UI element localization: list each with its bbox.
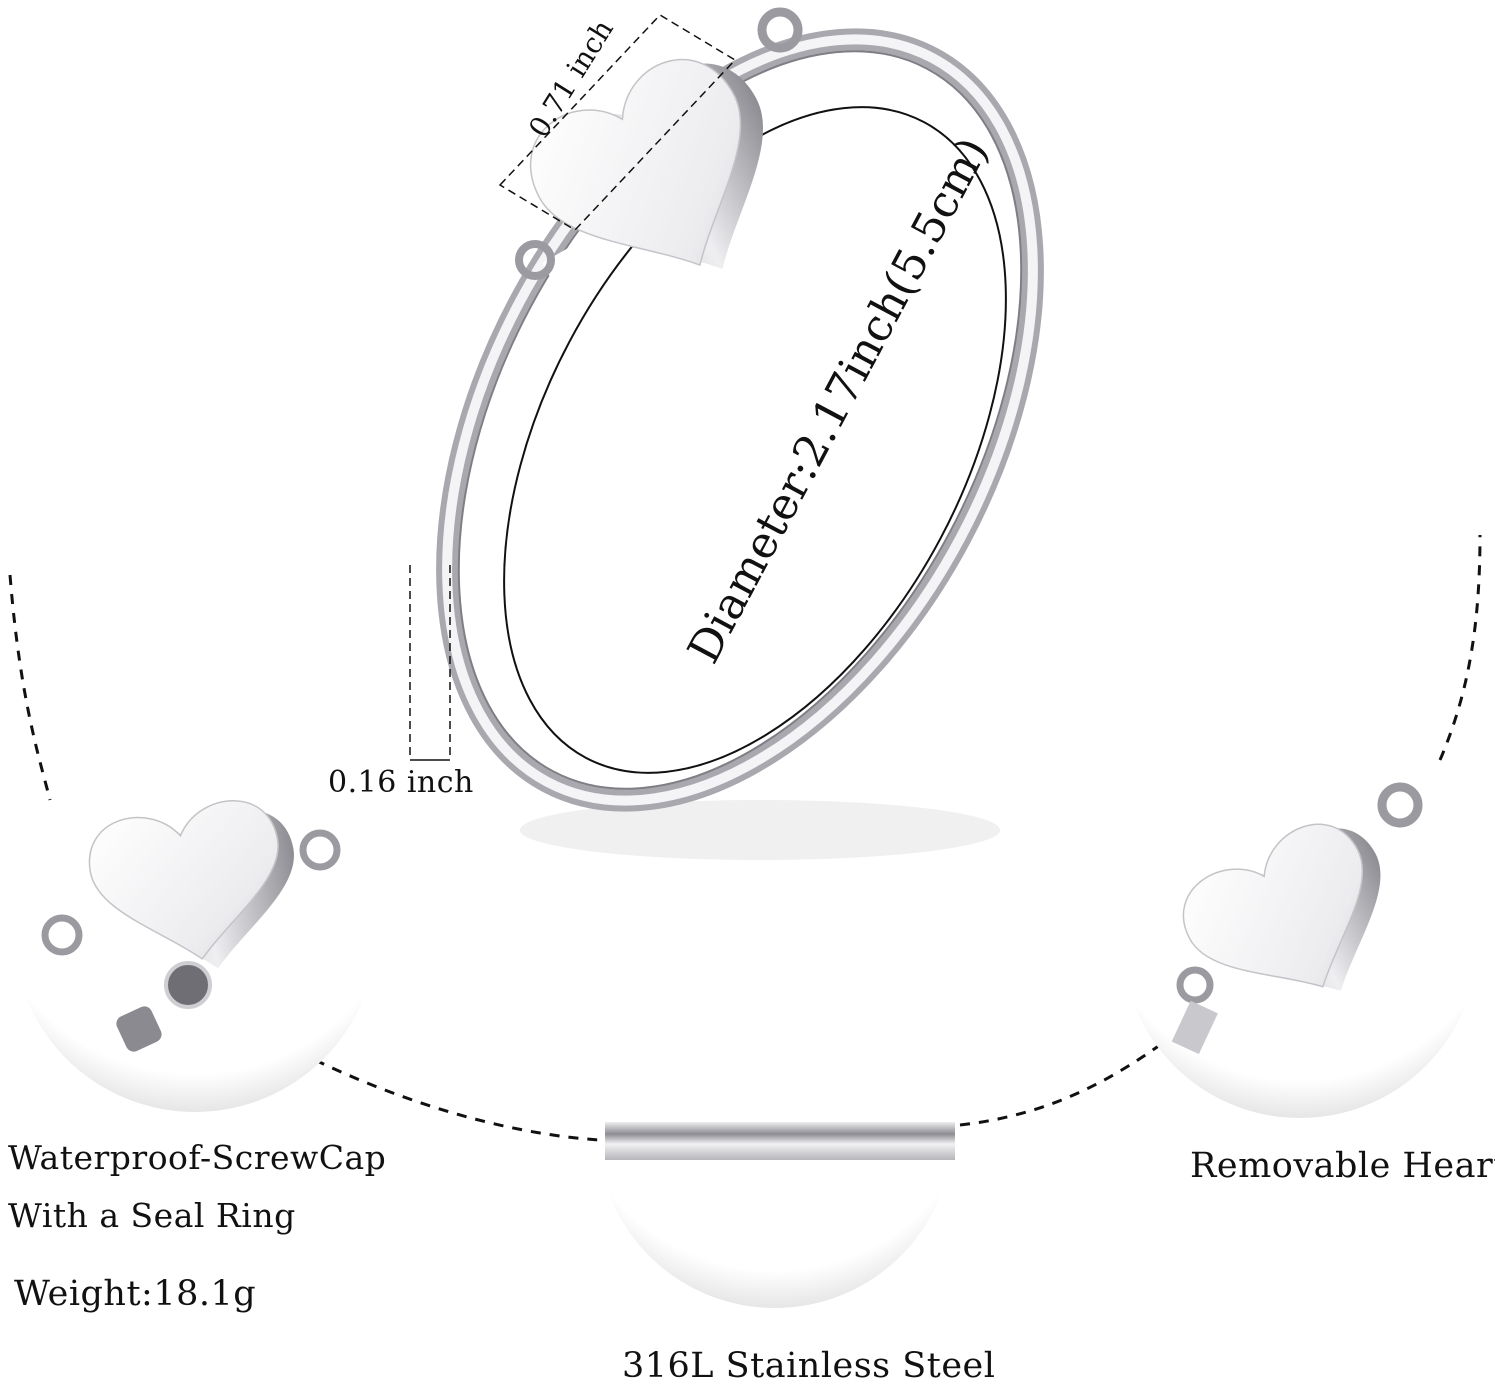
screwcap-label-line2: With a Seal Ring bbox=[8, 1196, 296, 1235]
bangle-ring-inner-line bbox=[457, 50, 1023, 790]
material-label: 316L Stainless Steel bbox=[622, 1346, 996, 1386]
bangle-ring-highlight bbox=[442, 34, 1038, 806]
removable-label: Removable Heart bbox=[1190, 1146, 1495, 1186]
detail-removable bbox=[1122, 762, 1478, 1118]
bangle-shadow bbox=[520, 800, 1000, 860]
clasp-loop-top bbox=[757, 7, 803, 53]
detail-screwcap bbox=[13, 748, 377, 1112]
clasp-loop-left bbox=[515, 240, 555, 280]
band-width-label: 0.16 inch bbox=[328, 765, 474, 800]
screwcap-label-line1: Waterproof-ScrewCap bbox=[8, 1138, 387, 1177]
detail-tube bbox=[597, 952, 958, 1308]
diameter-guide bbox=[503, 106, 1007, 774]
weight-label: Weight:18.1g bbox=[14, 1274, 257, 1314]
